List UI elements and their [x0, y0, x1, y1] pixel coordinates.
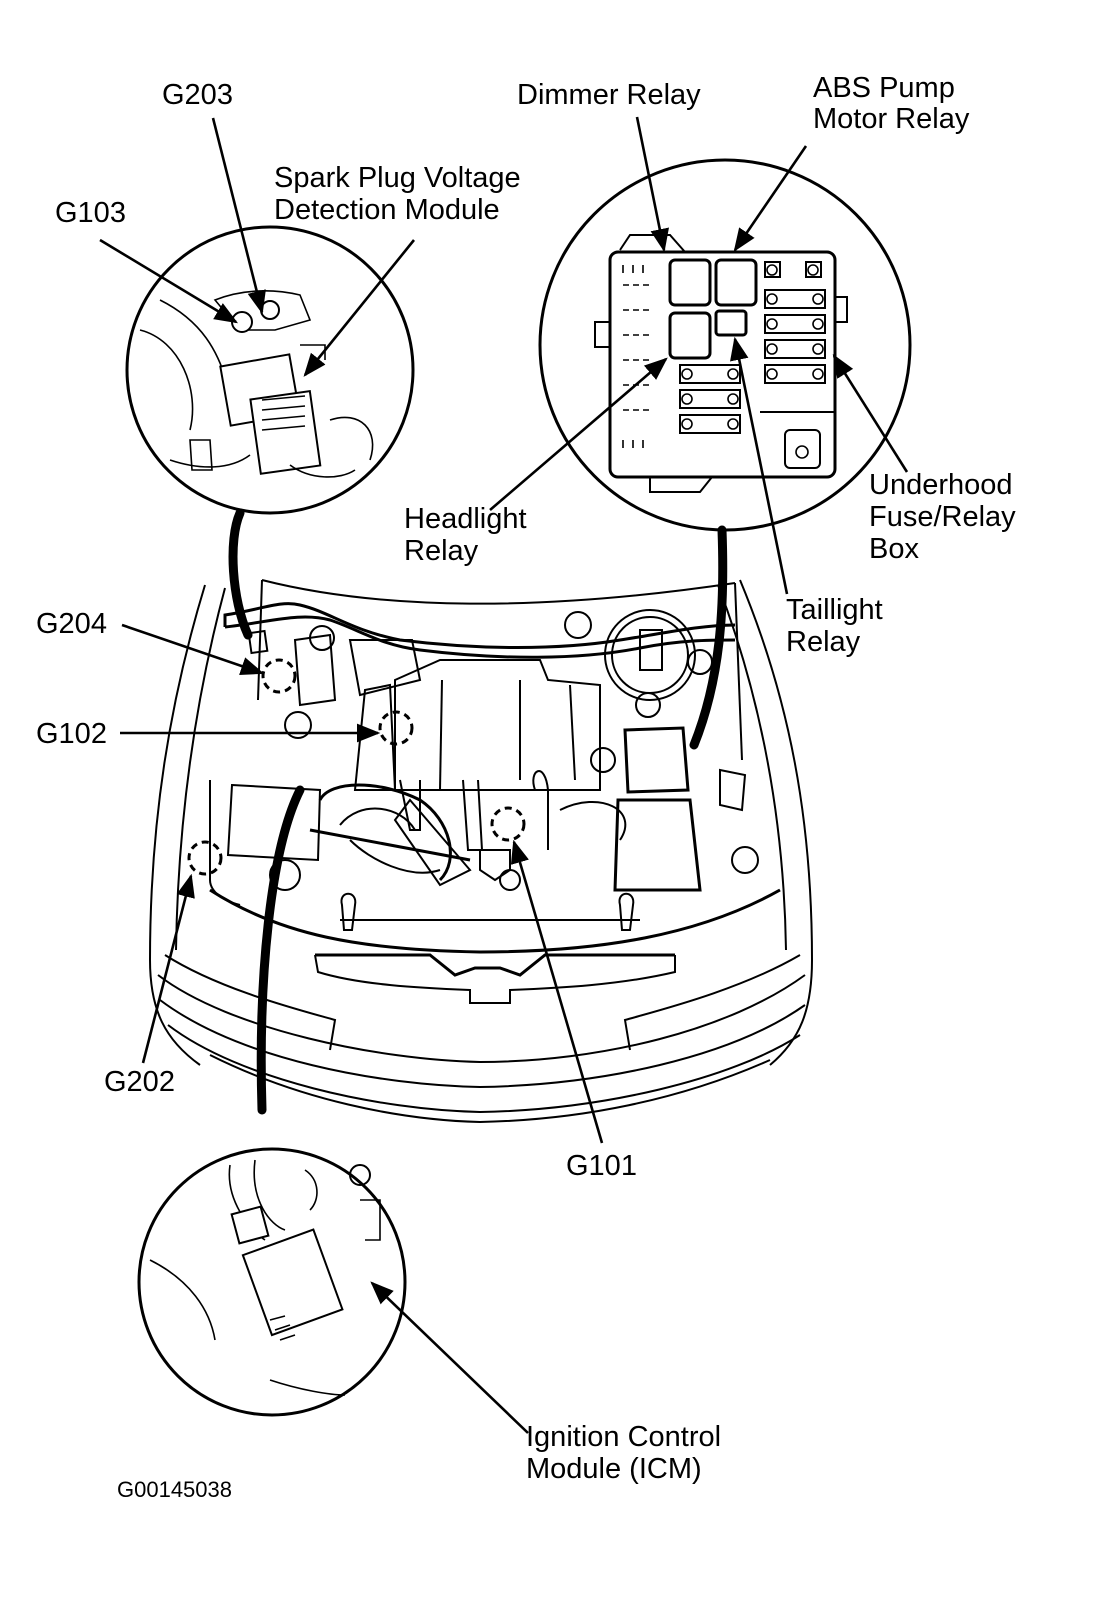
dimmer-relay-block: [668, 258, 712, 307]
label-spark-plug-module-line2: Detection Module: [274, 194, 500, 226]
label-headlight-relay-line2: Relay: [404, 535, 479, 567]
label-g101: G101: [566, 1150, 637, 1182]
label-g202: G202: [104, 1066, 175, 1098]
harness-to-spark-module-detail: [228, 508, 253, 640]
vehicle-front-view: [148, 579, 814, 1124]
leader-dimmer-relay: [635, 116, 669, 253]
leader-spark-module: [303, 239, 416, 377]
leader-icm: [370, 1281, 529, 1434]
detail-underhood-fuse-relay-box: [538, 158, 912, 532]
leader-g203: [211, 117, 266, 315]
label-abs-pump-relay-line1: ABS Pump: [813, 72, 955, 104]
label-g103: G103: [55, 197, 126, 229]
label-underhood-box-line3: Box: [869, 533, 919, 565]
label-icm-line2: Module (ICM): [526, 1453, 702, 1485]
label-taillight-relay-line2: Relay: [786, 626, 861, 658]
label-underhood-box-line2: Fuse/Relay: [869, 501, 1016, 533]
label-abs-pump-relay-line2: Motor Relay: [813, 103, 970, 135]
label-icm-line1: Ignition Control: [526, 1421, 721, 1453]
leader-g101: [510, 839, 604, 1144]
leader-g202: [141, 873, 195, 1064]
harness-to-fuse-box-detail: [689, 525, 728, 750]
leader-abs-pump-relay: [733, 145, 808, 252]
leader-taillight-relay: [730, 336, 789, 595]
abs-pump-relay-block: [714, 258, 758, 307]
ground-marker-g202: [187, 840, 223, 876]
label-spark-plug-module-line1: Spark Plug Voltage: [274, 162, 521, 194]
ground-marker-g204: [261, 658, 297, 694]
label-dimmer-relay: Dimmer Relay: [517, 79, 701, 111]
detail-spark-plug-module: [125, 225, 415, 515]
label-g102: G102: [36, 718, 107, 750]
taillight-relay-block: [714, 309, 748, 337]
label-g203: G203: [162, 79, 233, 111]
label-taillight-relay-line1: Taillight: [786, 594, 883, 626]
ground-marker-g101: [490, 806, 526, 842]
leader-g204: [121, 623, 265, 676]
label-headlight-relay-line1: Headlight: [404, 503, 527, 535]
headlight-relay-block: [668, 311, 712, 360]
label-underhood-box-line1: Underhood: [869, 469, 1013, 501]
leader-headlight-relay: [489, 357, 668, 511]
detail-ignition-control-module: [137, 1147, 407, 1417]
leader-underhood-box: [832, 354, 909, 473]
figure-code: G00145038: [117, 1477, 232, 1502]
engine-components: [209, 609, 759, 931]
label-g204: G204: [36, 608, 107, 640]
leader-g103: [99, 238, 239, 324]
maxi-fuses: [679, 261, 826, 434]
harness-to-icm-detail: [256, 785, 305, 1115]
